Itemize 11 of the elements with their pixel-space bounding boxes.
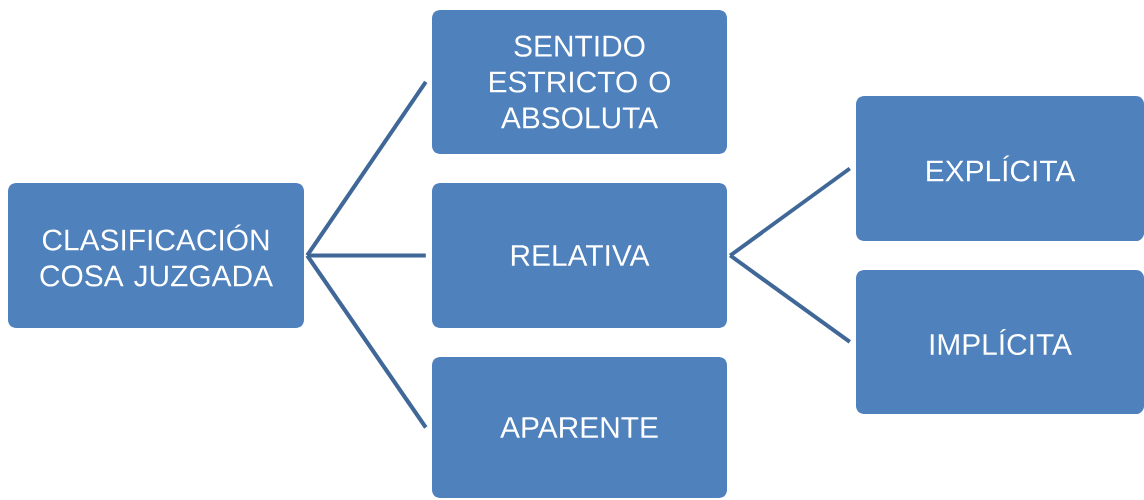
connector-line — [307, 253, 426, 258]
process-box: CLASIFICACIÓN COSA JUZGADA — [8, 183, 304, 328]
process-box: IMPLÍCITA — [856, 270, 1144, 414]
process-box: APARENTE — [432, 357, 727, 498]
connector-line — [729, 166, 851, 258]
process-box: SENTIDO ESTRICTO O ABSOLUTA — [432, 10, 727, 154]
process-box: RELATIVA — [432, 183, 727, 328]
connector-line — [305, 254, 428, 429]
connector-line — [729, 253, 851, 344]
connector-line — [305, 80, 428, 257]
process-box: EXPLÍCITA — [856, 96, 1144, 241]
